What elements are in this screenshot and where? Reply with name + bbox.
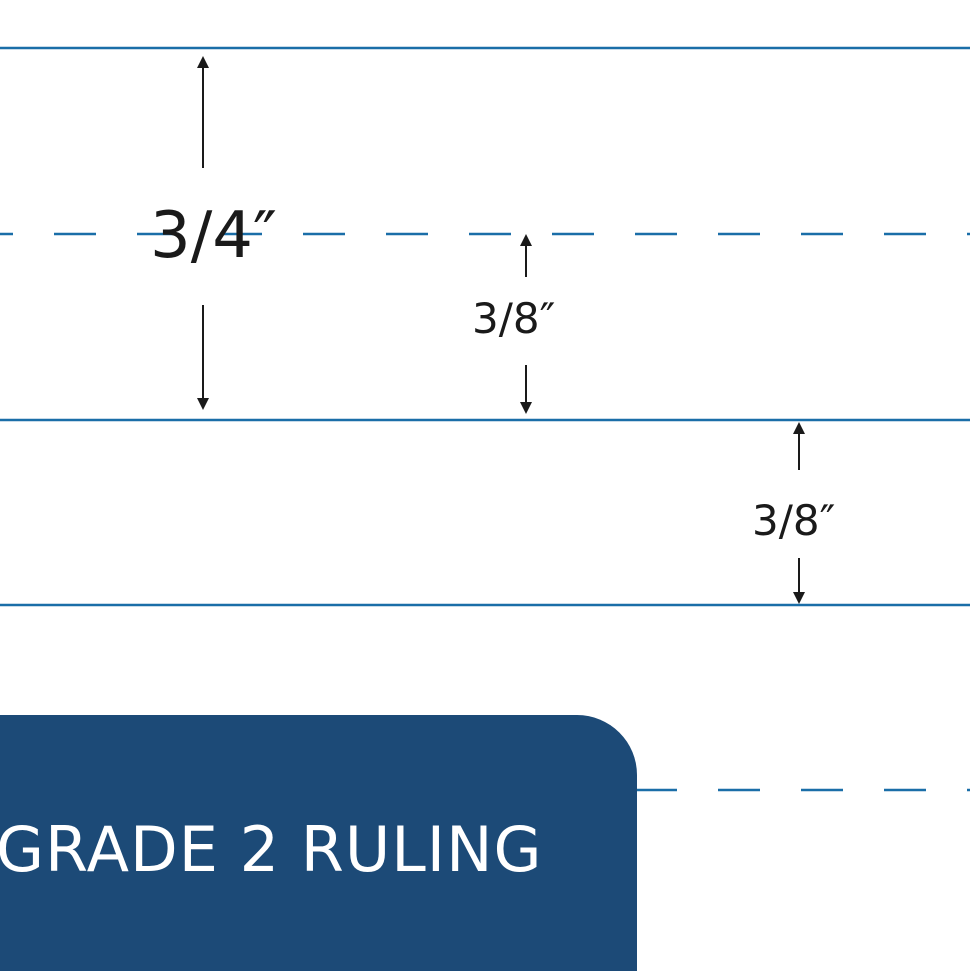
banner-title: GRADE 2 RULING <box>0 813 543 886</box>
midline-spacing-label: 3/8″ <box>472 294 556 343</box>
title-banner: GRADE 2 RULING <box>0 715 637 971</box>
line-spacing-label: 3/4″ <box>150 199 277 273</box>
descender-spacing-label: 3/8″ <box>752 496 836 545</box>
